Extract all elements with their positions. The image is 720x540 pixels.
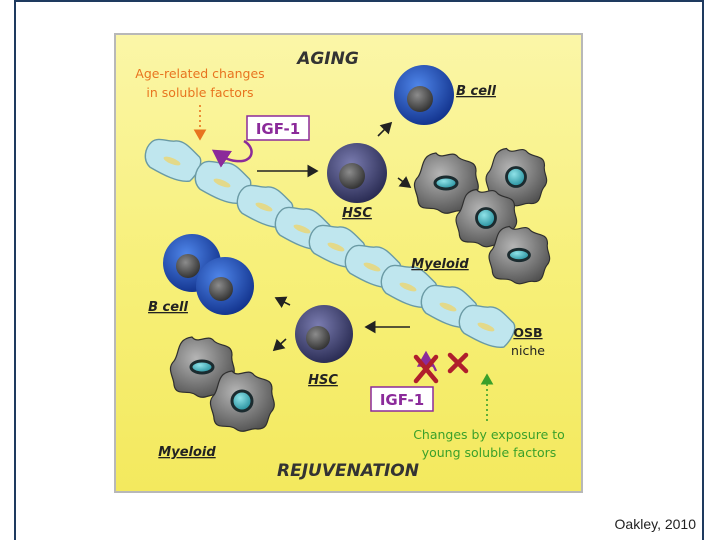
myeloid-cell: [413, 152, 479, 214]
aging-title: AGING: [295, 49, 359, 69]
hsc-bottom-label: HSC: [308, 373, 338, 388]
bcell-bottom-cells: [163, 234, 254, 315]
osb-cell: [144, 138, 202, 183]
myeloid-cell: [488, 225, 551, 285]
igf-top-arrow: [211, 139, 253, 168]
arrow-to-myeloid-top: [397, 176, 412, 188]
myeloid-bottom-cells: [169, 336, 275, 432]
rejuvenation-title: REJUVENATION: [277, 461, 419, 481]
osb-label-line2: niche: [511, 343, 545, 358]
myeloid-cell: [209, 370, 275, 432]
age-note-line1: Age-related changes: [135, 66, 264, 81]
citation: Oakley, 2010: [614, 516, 696, 532]
arrow-to-bcell-top: [377, 121, 393, 137]
osb-niche-cells: [144, 138, 516, 349]
osb-cell: [458, 304, 516, 349]
myeloid-bottom-label: Myeloid: [158, 445, 216, 460]
bcell-top-label: B cell: [456, 84, 496, 99]
myeloid-top-cells: [413, 147, 551, 285]
young-note-line1: Changes by exposure to: [413, 427, 565, 442]
myeloid-cell: [485, 147, 548, 207]
aging-rejuvenation-figure: AGING REJUVENATION Age-related changes i…: [114, 33, 583, 493]
arrow-to-bcell-bottom: [274, 296, 291, 309]
osb-label-line1: OSB: [513, 325, 542, 340]
igf-top-box: [246, 115, 310, 141]
hsc-top-cell: [327, 143, 387, 203]
igf-bottom-box: [370, 386, 434, 412]
bcell-top-cell: [394, 65, 454, 125]
hsc-top-label: HSC: [342, 206, 372, 221]
age-note-line2: in soluble factors: [146, 85, 253, 100]
igf-top-label: IGF-1: [256, 120, 300, 138]
myeloid-top-label: Myeloid: [411, 257, 469, 272]
young-note-line2: young soluble factors: [422, 445, 557, 460]
bcell-bottom-label: B cell: [148, 300, 188, 315]
arrow-to-myeloid-bottom: [272, 338, 287, 352]
igf-inhibition-marks: [413, 350, 469, 384]
hsc-bottom-cell: [295, 305, 353, 363]
igf-bottom-label: IGF-1: [380, 391, 424, 409]
